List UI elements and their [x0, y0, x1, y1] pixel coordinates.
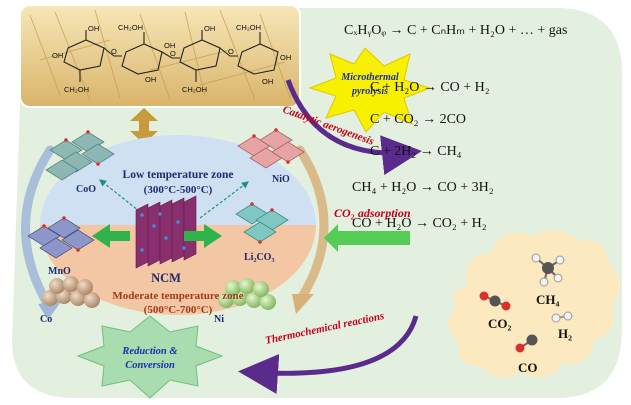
thermochemical-arrow — [238, 315, 419, 394]
crystal-lattice-nio — [237, 129, 305, 169]
co-gas-label: CO — [518, 360, 538, 375]
pyrolysis-label: pyrolysis — [351, 86, 388, 97]
molecule-model-co — [515, 334, 538, 353]
cellulose-ch2oh-label: CH₂OH — [236, 23, 261, 32]
gas-cloud — [448, 229, 620, 378]
cellulose-o-label: O — [228, 47, 234, 56]
co2-adsorption-label: CO₂ adsorption — [334, 206, 411, 220]
crystal-lattice-li2co3 — [235, 203, 289, 243]
ch4-gas-label: CH₄ — [536, 292, 560, 307]
low-zone-label: Low temperature zone — [123, 169, 234, 181]
cellulose-oh-label: OH — [164, 41, 175, 50]
microthermal-label: Microthermal — [340, 72, 398, 83]
cellulose-oh-label: OH — [204, 24, 215, 33]
reduction-label: Reduction & — [121, 346, 178, 357]
mno-label: MnO — [48, 266, 71, 277]
cellulose-oh-label: OH — [262, 77, 273, 86]
coo-label: CoO — [76, 184, 96, 195]
h2-gas-label: H₂ — [558, 326, 572, 341]
catalytic-arrow — [285, 79, 422, 176]
cellulose-ch2oh-label: CH₂OH — [64, 85, 89, 94]
cellulose-oh-label: OH — [52, 51, 63, 60]
molecule-model-ch4 — [531, 253, 565, 287]
molecule-model-h2 — [551, 311, 573, 323]
curved-arrow-left — [21, 145, 55, 310]
li2co3-label: Li₂CO₃ — [244, 252, 274, 263]
reduction-starburst — [76, 315, 224, 399]
co2-gas-label: CO₂ — [488, 316, 512, 331]
crystal-lattice-mno — [27, 217, 95, 259]
cellulose-o-label: O — [111, 47, 117, 56]
co-metal-label: Co — [40, 314, 52, 325]
cellulose-oh-label: OH — [88, 24, 99, 33]
green-arrow-left — [92, 224, 130, 248]
moderate-zone-label: Moderate temperature zone — [112, 290, 243, 302]
cellulose-ch2oh-label: CH₂OH — [118, 23, 143, 32]
equation-methanation: C + 2H₂ → CH₄ — [370, 144, 462, 159]
equation-pyrolysis: CₓHᵧOᵩ → C + CₙHₘ + H₂O + … + gas — [344, 23, 568, 38]
ni-metal-label: Ni — [214, 314, 224, 325]
ncm-label: NCM — [151, 271, 181, 285]
low-zone-range: (300°C-500°C) — [144, 184, 213, 196]
cellulose-oh-label: OH — [280, 53, 291, 62]
equation-steam-reforming: CH₄ + H₂O → CO + 3H₂ — [352, 180, 494, 195]
biomass-photo — [19, 4, 301, 108]
double-arrow-vertical — [130, 108, 158, 144]
molecule-model-co2 — [479, 291, 511, 311]
sphere-particles-co — [42, 276, 100, 308]
curved-arrow-left-head — [38, 300, 62, 320]
sphere-particles-ni — [218, 278, 276, 310]
cellulose-oh-label: OH — [145, 75, 156, 84]
pyrolysis-burst — [308, 47, 432, 133]
equation-water-gas: C + H₂O → CO + H₂ — [370, 80, 490, 95]
ncm-crystal — [135, 195, 197, 269]
equation-water-gas-shift: CO + H₂O → CO₂ + H₂ — [352, 216, 487, 231]
cellulose-structure — [63, 30, 279, 82]
curved-arrow-right-head — [292, 294, 314, 314]
conversion-label: Conversion — [125, 360, 175, 371]
cellulose-o-label: O — [170, 49, 176, 58]
co2-adsorption-arrow — [324, 224, 410, 252]
curved-arrow-right — [295, 145, 329, 305]
equation-boudouard: C + CO₂ → 2CO — [370, 112, 467, 127]
crystal-lattice-coo — [45, 131, 115, 181]
moderate-zone-range: (500°C-700°C) — [144, 304, 213, 316]
nio-label: NiO — [272, 174, 290, 185]
lattice-atoms — [42, 128, 290, 252]
cellulose-ch2oh-label: CH₂OH — [182, 85, 207, 94]
green-arrow-right — [184, 224, 222, 248]
